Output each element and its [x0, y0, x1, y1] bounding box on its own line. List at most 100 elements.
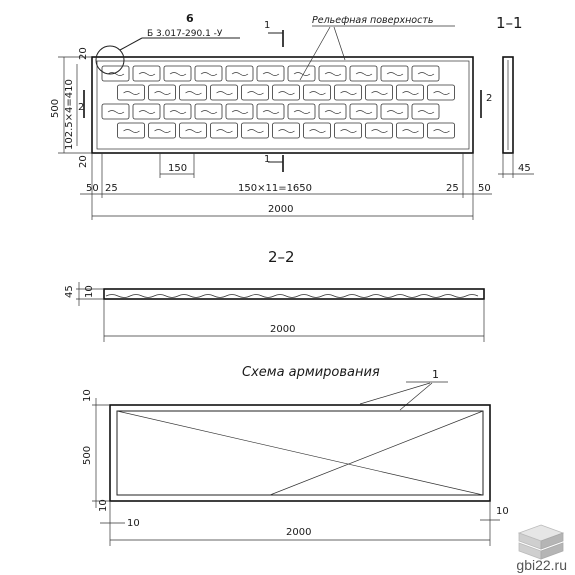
- relief-texture: [417, 72, 435, 76]
- relief-brick: [303, 84, 331, 101]
- relief-brick: [210, 84, 238, 101]
- section-2-2-length: 2000: [270, 324, 295, 335]
- relief-texture: [247, 91, 264, 95]
- reinforcement-outline: [109, 404, 491, 502]
- relief-texture: [216, 91, 233, 95]
- relief-texture: [262, 110, 280, 114]
- relief-texture: [262, 72, 280, 76]
- dim-height: 500: [50, 99, 61, 118]
- dim-right-inner: 25: [446, 183, 459, 194]
- relief-brick: [179, 84, 207, 101]
- section-2-2: 2–2 45 10 2000: [64, 248, 485, 342]
- relief-brick: [272, 84, 300, 101]
- relief-brick: [334, 84, 362, 101]
- dim-bottom-edge: 20: [78, 155, 89, 168]
- relief-texture: [417, 110, 435, 114]
- dim-right-offset: 50: [478, 183, 491, 194]
- relief-brick: [101, 65, 130, 82]
- surface-leader-2: [333, 26, 346, 61]
- relief-texture: [231, 110, 249, 114]
- relief-brick: [396, 84, 424, 101]
- plan-view: 6 Б 3.017-290.1 -У Рельефная поверхность…: [50, 12, 492, 220]
- cut-1-bottom-mark: 1: [264, 154, 270, 165]
- section-2-2-title: 2–2: [268, 248, 295, 266]
- panel-inner-edge: [96, 60, 470, 150]
- dim-top-edge: 20: [78, 47, 89, 60]
- relief-brick: [148, 84, 176, 101]
- relief-brick: [179, 122, 207, 139]
- section-2-2-edge: 10: [84, 285, 95, 298]
- reinforcement-dim-top: 10: [82, 389, 93, 402]
- relief-brick: [318, 65, 347, 82]
- relief-texture: [123, 91, 140, 95]
- relief-texture: [200, 110, 218, 114]
- relief-texture: [433, 129, 450, 133]
- relief-brick: [427, 122, 455, 139]
- callout-leader: [119, 37, 143, 51]
- callout-number: 6: [186, 12, 194, 25]
- relief-brick: [132, 65, 161, 82]
- reinforcement-diagonal-1: [116, 410, 484, 496]
- reinforcement-dim-bottom: 10: [98, 499, 109, 512]
- relief-texture: [324, 72, 342, 76]
- reinforcement-leader-1: [359, 382, 431, 405]
- section-1-1-thickness: 45: [518, 163, 531, 174]
- relief-brick: [287, 65, 316, 82]
- relief-texture: [138, 110, 156, 114]
- relief-texture: [293, 110, 311, 114]
- brick-relief-pattern: [101, 65, 455, 139]
- relief-texture: [402, 91, 419, 95]
- relief-brick: [365, 84, 393, 101]
- relief-texture: [185, 91, 202, 95]
- relief-texture: [402, 129, 419, 133]
- relief-brick: [349, 65, 378, 82]
- cut-2-left-mark: 2: [78, 102, 84, 113]
- relief-texture: [200, 72, 218, 76]
- watermark-text: gbi22.ru: [516, 557, 567, 573]
- panel-outline: [91, 56, 474, 154]
- reinforcement-dim-length: 2000: [286, 527, 311, 538]
- section-1-1-title: 1–1: [496, 14, 523, 32]
- relief-texture: [371, 129, 388, 133]
- relief-brick: [380, 103, 409, 120]
- cut-2-right-mark: 2: [486, 93, 492, 104]
- relief-brick: [225, 103, 254, 120]
- relief-brick: [132, 103, 161, 120]
- relief-brick: [148, 122, 176, 139]
- relief-texture: [324, 110, 342, 114]
- relief-texture: [107, 110, 125, 114]
- relief-texture: [154, 91, 171, 95]
- relief-texture: [355, 72, 373, 76]
- relief-texture: [216, 129, 233, 133]
- relief-texture: [278, 129, 295, 133]
- dim-length: 2000: [268, 204, 293, 215]
- relief-brick: [365, 122, 393, 139]
- relief-texture: [433, 91, 450, 95]
- relief-texture: [309, 129, 326, 133]
- reinforcement-scheme: Схема армирования 1 10 500 10 10 10 2000: [82, 365, 509, 546]
- relief-brick: [241, 122, 269, 139]
- relief-texture: [123, 129, 140, 133]
- dim-brick: 150: [168, 163, 187, 174]
- reinforcement-title: Схема армирования: [242, 365, 380, 380]
- relief-brick: [256, 65, 285, 82]
- relief-brick: [225, 65, 254, 82]
- relief-texture: [340, 91, 357, 95]
- reinforcement-dim-right: 10: [496, 506, 509, 517]
- dim-courses: 150×11=1650: [238, 183, 312, 194]
- relief-brick: [163, 103, 192, 120]
- relief-texture: [355, 110, 373, 114]
- relief-brick: [117, 122, 145, 139]
- relief-brick: [256, 103, 285, 120]
- relief-texture: [386, 72, 404, 76]
- relief-texture: [309, 91, 326, 95]
- reinforcement-callout-number: 1: [432, 368, 439, 381]
- relief-brick: [349, 103, 378, 120]
- relief-texture: [107, 72, 125, 76]
- relief-texture: [340, 129, 357, 133]
- relief-brick: [117, 84, 145, 101]
- relief-texture: [154, 129, 171, 133]
- relief-brick: [411, 65, 440, 82]
- dim-left-offset: 50: [86, 183, 99, 194]
